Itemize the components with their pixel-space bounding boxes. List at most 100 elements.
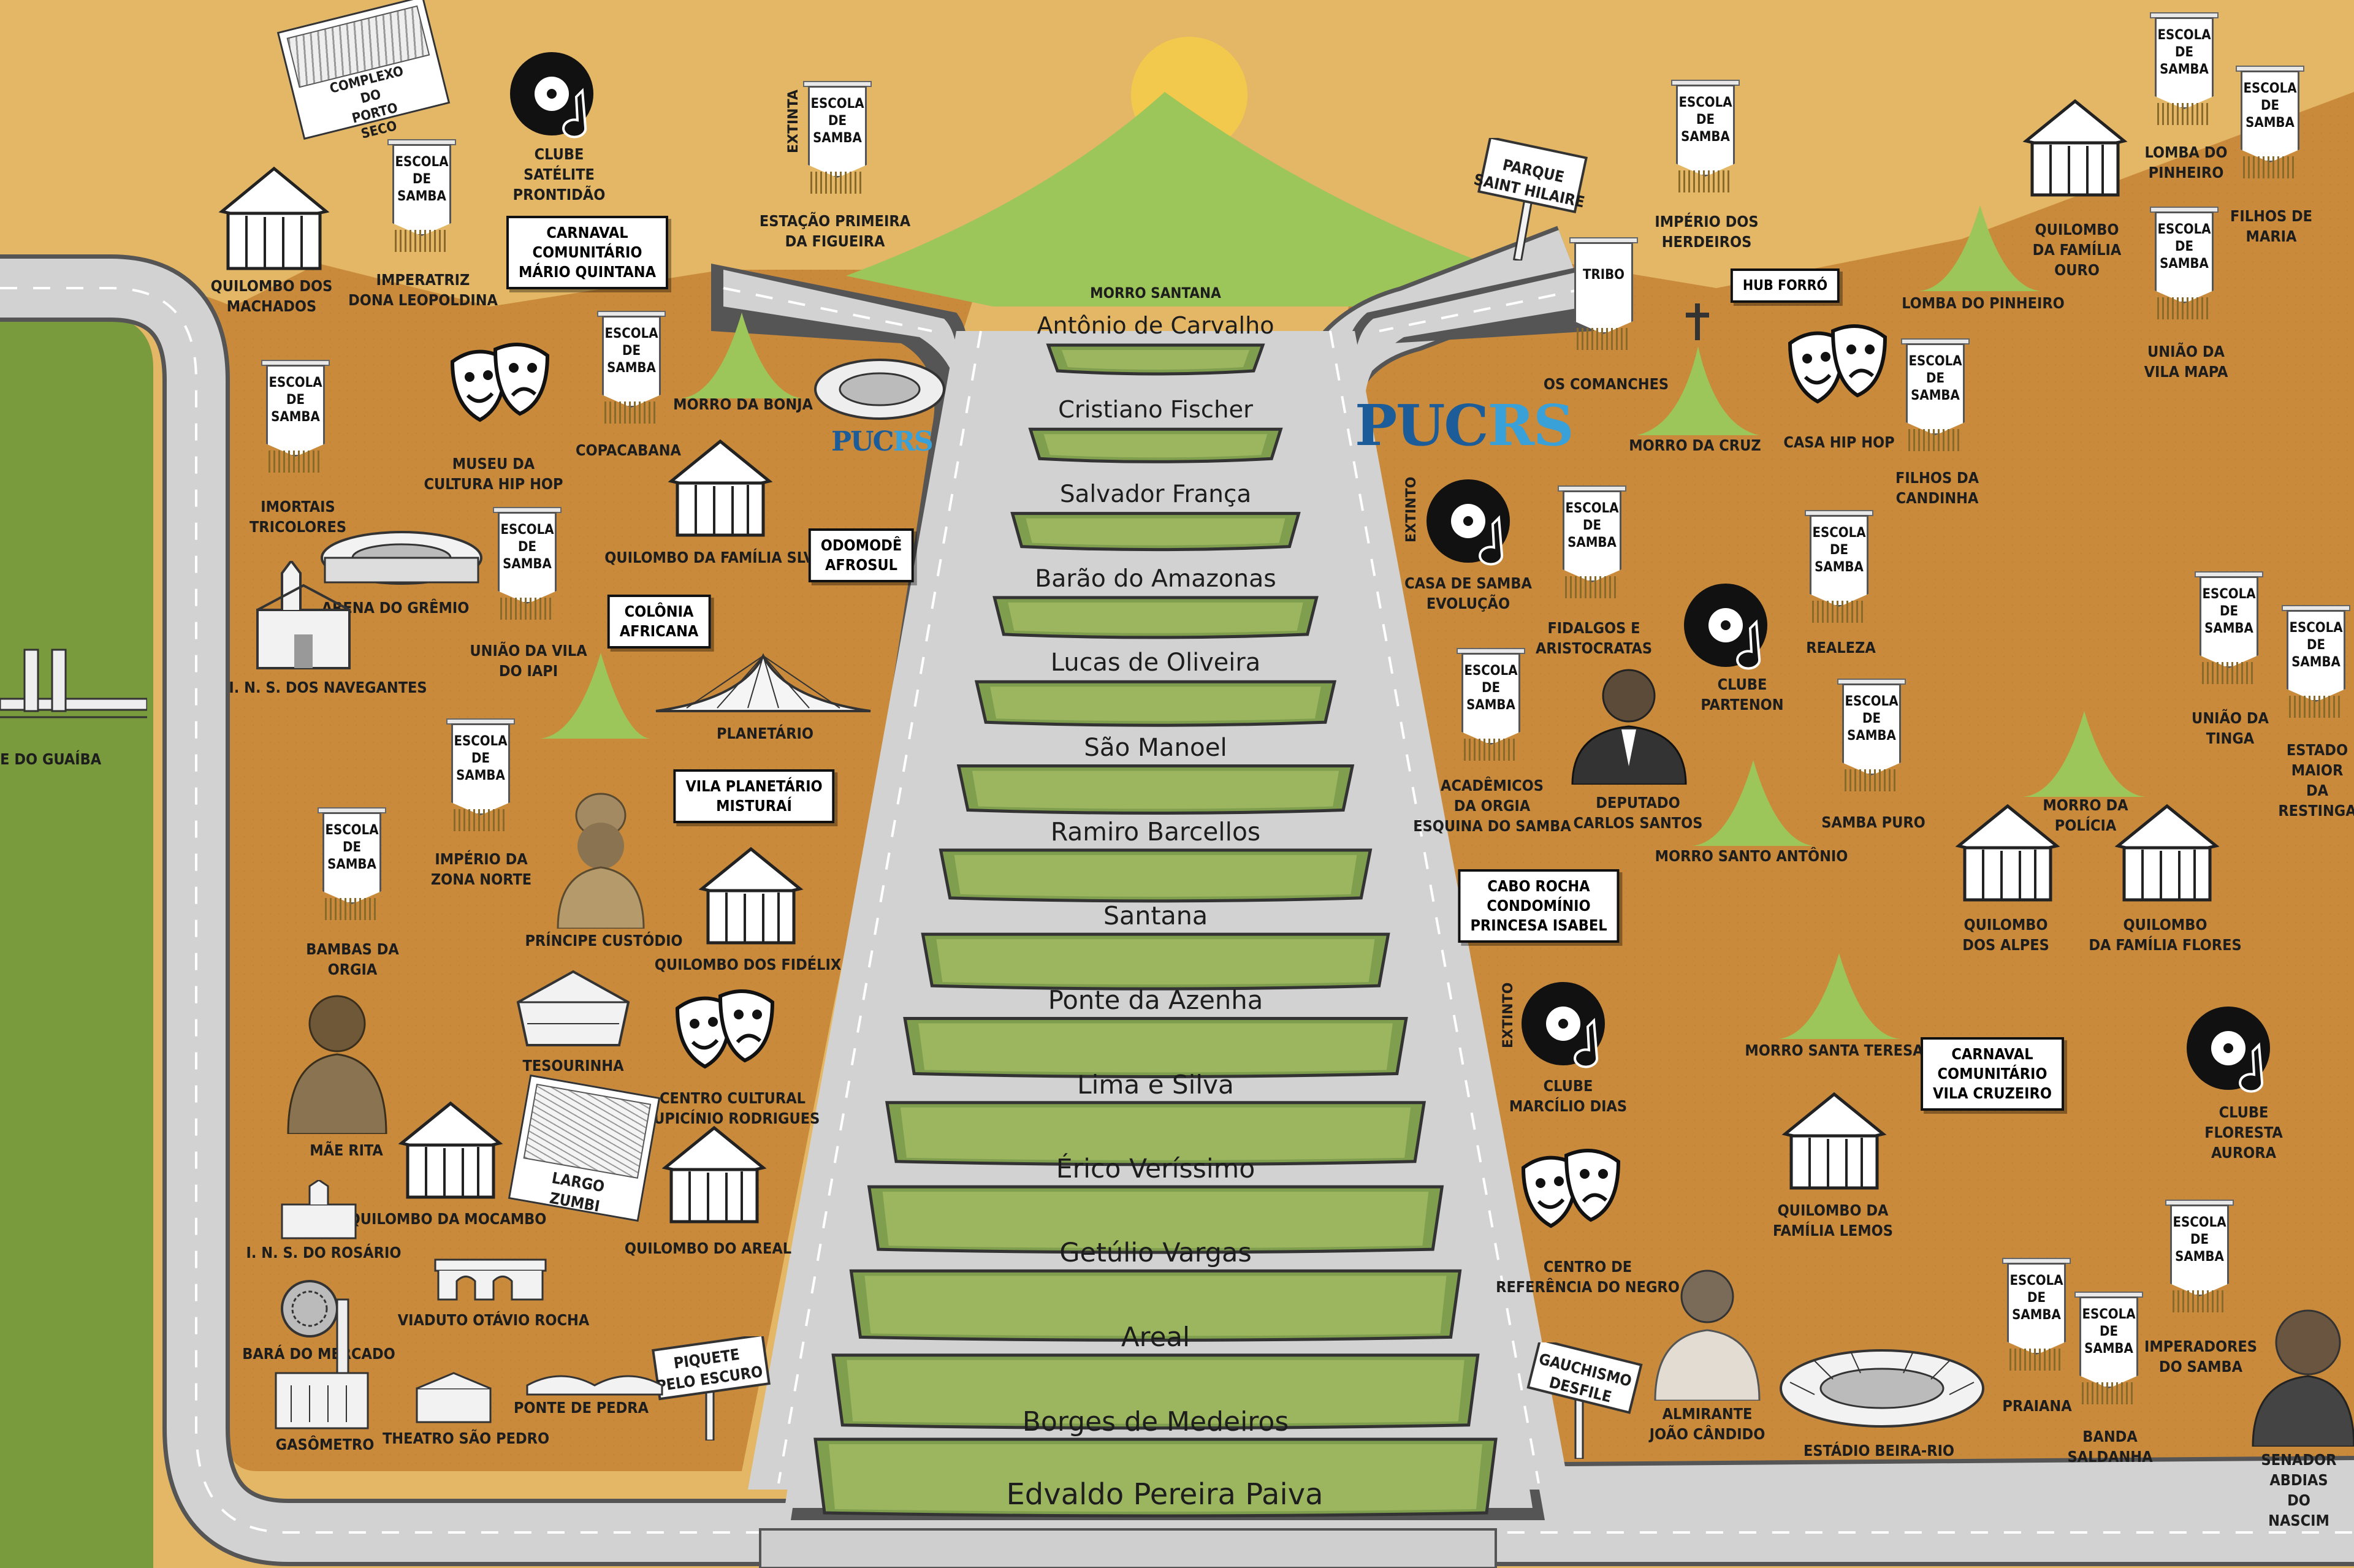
quilombo-hut-icon xyxy=(2020,98,2130,205)
extinto-label: EXTINTO xyxy=(1404,476,1419,542)
morro-policia-hill xyxy=(2023,708,2146,802)
vinyl-record-icon xyxy=(509,48,613,142)
planetario-icon xyxy=(650,650,877,720)
quilombo-alpes-label: QUILOMBO DOS ALPES xyxy=(1962,916,2049,954)
clube-floresta-label: CLUBE FLORESTA AURORA xyxy=(2204,1103,2283,1162)
uniao-iapi-label: UNIÃO DA VILA DO IAPI xyxy=(470,642,587,680)
extinta-label: EXTINTA xyxy=(786,89,801,153)
imperio-zona-label: IMPÉRIO DA ZONA NORTE xyxy=(430,850,532,888)
escola-samba-banner-fidalgos: ESCOLA DE SAMBA xyxy=(1558,484,1626,601)
morro-cruz-label: MORRO DA CRUZ xyxy=(1629,436,1761,454)
estadio-beira-rio-icon xyxy=(1778,1345,1986,1440)
street-plaza-inner xyxy=(918,1023,1393,1073)
viaduto-icon xyxy=(432,1254,549,1305)
quilombo-flores-label: QUILOMBO DA FAMÍLIA FLORES xyxy=(2089,916,2242,954)
clube-partenon-label: CLUBE PARTENON xyxy=(1701,676,1784,714)
street-edvaldo-pereira-paiva: Edvaldo Pereira Paiva xyxy=(1006,1477,1324,1512)
quilombo-hut-icon xyxy=(2112,803,2222,910)
escola-samba-banner-imortais: ESCOLA DE SAMBA xyxy=(261,359,330,475)
green-hill xyxy=(539,650,650,744)
quilombo-hut-icon xyxy=(395,1100,506,1207)
escola-samba-banner-bambas: ESCOLA DE SAMBA xyxy=(318,806,386,923)
odomode-box: ODOMODÊ AFROSUL xyxy=(808,528,915,582)
gasometro-label: GASÔMETRO xyxy=(275,1436,375,1453)
quilombo-machados-label: QUILOMBO DOS MACHADOS xyxy=(210,277,333,315)
street-label: Santana xyxy=(1103,901,1208,931)
lomba-pinheiro-morro-label: LOMBA DO PINHEIRO xyxy=(1902,294,2065,312)
street-plaza-inner xyxy=(972,771,1339,809)
carnaval-cruzeiro-box: CARNAVAL COMUNITÁRIO VILA CRUZEIRO xyxy=(1921,1037,2064,1111)
uniao-tinga-label: UNIÃO DA TINGA xyxy=(2192,709,2269,747)
street-label: Salvador França xyxy=(1059,480,1252,508)
morro-santo-antonio-hill xyxy=(1692,757,1815,851)
street-label: Antônio de Carvalho xyxy=(1037,312,1274,339)
tribo-banner: TRIBO xyxy=(1569,236,1638,352)
stage xyxy=(759,1528,1497,1568)
vinyl-record-icon xyxy=(2185,1002,2290,1097)
vila-planetario-box: VILA PLANETÁRIO MISTURAÍ xyxy=(673,769,835,823)
carnaval-mario-box: CARNAVAL COMUNITÁRIO MÁRIO QUINTANA xyxy=(506,216,669,289)
senador-portrait xyxy=(2247,1300,2354,1449)
street-plaza-inner xyxy=(882,1192,1429,1249)
quilombo-hut-icon xyxy=(696,846,806,953)
arena-gremio-icon xyxy=(319,527,484,597)
street-plaza-inner xyxy=(1026,518,1286,546)
morro-policia-label: MORRO DA POLÍCIA xyxy=(2043,796,2128,834)
clube-satelite-label: CLUBE SATÉLITE PRONTIDÃO xyxy=(512,145,606,204)
street-label: Getúlio Vargas xyxy=(1059,1238,1252,1269)
principe-label: PRÍNCIPE CUSTÓDIO xyxy=(525,932,683,950)
quilombo-areal-label: QUILOMBO DO AREAL xyxy=(624,1239,792,1257)
street-plaza-inner xyxy=(990,687,1321,721)
realeza-label: REALEZA xyxy=(1806,639,1876,657)
bridge-guaiba-icon xyxy=(0,637,148,738)
bambas-label: BAMBAS DA ORGIA xyxy=(306,940,399,978)
escola-samba-banner-herdeiros: ESCOLA DE SAMBA xyxy=(1671,78,1740,195)
morro-santo-antonio-label: MORRO SANTO ANTÔNIO xyxy=(1655,847,1848,865)
escola-samba-banner-realeza: ESCOLA DE SAMBA xyxy=(1805,509,1873,625)
deputado-portrait xyxy=(1560,662,1698,787)
escola-samba-banner-imperadores: ESCOLA DE SAMBA xyxy=(2165,1198,2234,1315)
morro-bonja-label: MORRO DA BONJA xyxy=(673,395,813,413)
samba-puro-label: SAMBA PURO xyxy=(1821,813,1925,831)
fidalgos-label: FIDALGOS E ARISTOCRATAS xyxy=(1535,619,1653,657)
banda-saldanha-label: BANDA SALDANHA xyxy=(2067,1428,2153,1466)
principe-custodio-portrait xyxy=(539,788,662,931)
ponte-guaiba-label: TE DO GUAÍBA xyxy=(0,750,102,768)
morro-bonja-hill xyxy=(680,310,803,404)
casa-samba-label: CASA DE SAMBA EVOLUÇÃO xyxy=(1404,574,1532,612)
escola-samba-banner-filhos-maria: ESCOLA DE SAMBA xyxy=(2236,64,2304,181)
ponte-pedra-label: PONTE DE PEDRA xyxy=(513,1399,649,1417)
copacabana-label: COPACABANA xyxy=(576,441,681,459)
guaiba-lake xyxy=(0,319,153,1568)
church-rosario-icon xyxy=(276,1179,362,1244)
escola-samba-banner-tinga: ESCOLA DE SAMBA xyxy=(2195,570,2263,687)
escola-samba-banner-estado-maior: ESCOLA DE SAMBA xyxy=(2282,604,2350,720)
escola-samba-banner-vila-mapa: ESCOLA DE SAMBA xyxy=(2150,205,2219,322)
street-plaza-inner xyxy=(954,854,1357,897)
escola-samba-banner-lomba: ESCOLA DE SAMBA xyxy=(2150,11,2219,127)
street-plaza-inner xyxy=(936,939,1375,985)
lomba-pinheiro-hill xyxy=(1919,202,2041,297)
escola-samba-banner-samba-puro: ESCOLA DE SAMBA xyxy=(1837,677,1906,794)
academicos-label: ACADÊMICOS DA ORGIA ESQUINA DO SAMBA xyxy=(1413,777,1571,835)
theater-masks-icon xyxy=(1784,319,1894,419)
street-plaza-inner xyxy=(1008,602,1303,633)
estado-maior-label: ESTADO MAIOR DA RESTINGA xyxy=(2278,741,2354,820)
imperio-herdeiros-label: IMPÉRIO DOS HERDEIROS xyxy=(1655,213,1759,251)
pucrs-logo-east: PUCRS xyxy=(1355,392,1574,459)
church-navegantes-icon xyxy=(245,558,362,674)
viaduto-label: VIADUTO OTÁVIO ROCHA xyxy=(397,1311,590,1329)
extinto-label-2: EXTINTO xyxy=(1501,982,1516,1048)
street-label: Érico Veríssimo xyxy=(1056,1154,1255,1185)
street-plaza-inner xyxy=(847,1360,1465,1424)
pucrs-logo-west: PUCRS xyxy=(831,426,934,457)
tesourinha-icon xyxy=(509,965,638,1060)
filhos-candinha-label: FILHOS DA CANDINHA xyxy=(1895,469,1979,507)
morro-cruz-hill xyxy=(1637,303,1759,441)
theatro-label: THEATRO SÃO PEDRO xyxy=(382,1429,550,1447)
lomba-pinheiro-label: LOMBA DO PINHEIRO xyxy=(2144,143,2228,181)
ins-navegantes-label: I. N. S. DOS NAVEGANTES xyxy=(229,679,427,696)
quilombo-hut-icon xyxy=(1779,1091,1889,1198)
imortais-label: IMORTAIS TRICOLORES xyxy=(249,498,347,536)
quilombo-hut-icon xyxy=(1952,803,2063,910)
